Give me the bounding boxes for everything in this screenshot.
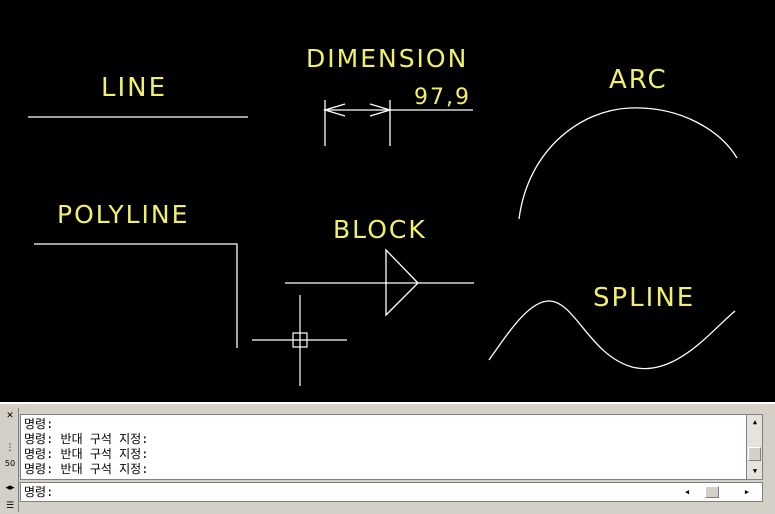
hscroll-thumb[interactable] (705, 486, 719, 498)
scroll-left-icon[interactable]: ◀ (684, 488, 690, 496)
model-space[interactable]: LINE DIMENSION 97,9 ARC POLYLINE BLOCK S… (0, 0, 775, 402)
line-label: LINE (101, 73, 167, 103)
command-history: 명령: 명령: 반대 구석 지정: 명령: 반대 구석 지정: 명령: 반대 구… (20, 414, 747, 480)
dimension-value: 97,9 (414, 85, 471, 110)
spline-label: SPLINE (593, 283, 695, 313)
scroll-up-icon[interactable]: ▲ (752, 418, 758, 426)
command-input[interactable] (61, 484, 661, 500)
resize-icon[interactable]: ◂▸ (5, 483, 15, 493)
properties-icon[interactable]: ⋮ (5, 443, 15, 453)
pin-icon[interactable]: ✕ (6, 411, 14, 421)
transparency-icon[interactable]: 50 (4, 459, 16, 468)
command-window: ✕ ⋮ 50 ◂▸ ☰ 명령: 명령: 반대 구석 지정: 명령: 반대 구석 … (0, 402, 775, 514)
scroll-thumb[interactable] (748, 447, 761, 461)
dimension-entity[interactable] (322, 100, 473, 146)
block-label: BLOCK (333, 215, 427, 244)
history-scrollbar[interactable]: ▲ ▼ (747, 414, 763, 480)
history-line: 명령: (24, 417, 54, 431)
menu-icon[interactable]: ☰ (5, 501, 15, 511)
command-line: 명령: ◀ ▶ (20, 482, 763, 502)
scroll-down-icon[interactable]: ▼ (752, 467, 758, 475)
scroll-right-icon[interactable]: ▶ (744, 488, 750, 496)
history-line: 명령: 반대 구석 지정: (24, 432, 149, 446)
spline-entity[interactable] (488, 300, 736, 370)
arc-entity[interactable] (518, 107, 738, 220)
dimension-label: DIMENSION (306, 44, 468, 73)
block-entity[interactable] (285, 248, 474, 317)
history-line: 명령: 반대 구석 지정: (24, 462, 149, 476)
crosshair-cursor (252, 295, 347, 386)
horizontal-scrollbar[interactable]: ◀ ▶ (681, 484, 759, 500)
polyline-entity[interactable] (34, 243, 238, 348)
drawing-canvas[interactable]: LINE DIMENSION 97,9 ARC POLYLINE BLOCK S… (0, 0, 775, 402)
arc-label: ARC (609, 65, 668, 95)
history-line: 명령: 반대 구석 지정: (24, 447, 149, 461)
polyline-label: POLYLINE (57, 200, 189, 229)
command-window-toolbar: ✕ ⋮ 50 ◂▸ ☰ (2, 408, 19, 512)
command-prompt: 명령: (24, 485, 54, 499)
